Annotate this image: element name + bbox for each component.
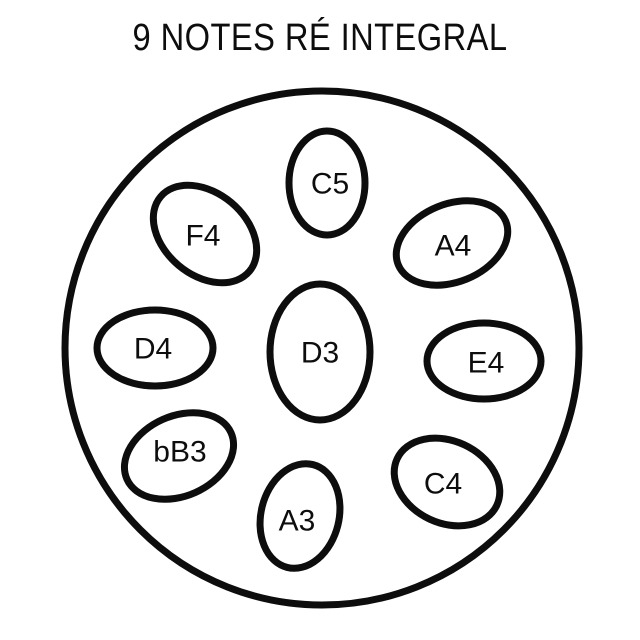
note-ellipse-a4[interactable]: [384, 185, 521, 301]
note-label-c4: C4: [424, 468, 462, 501]
note-field-d3[interactable]: D3: [266, 280, 374, 424]
note-field-f4[interactable]: F4: [134, 165, 276, 302]
note-label-d3: D3: [301, 337, 339, 370]
note-label-a4: A4: [435, 230, 472, 263]
note-label-d4: D4: [134, 333, 172, 366]
note-ellipse-bb3[interactable]: [111, 396, 248, 515]
page-title: 9 NOTES RÉ INTEGRAL: [132, 17, 508, 59]
note-ellipse-d4[interactable]: [93, 306, 217, 390]
note-field-bb3[interactable]: bB3: [111, 396, 248, 515]
note-field-d4[interactable]: D4: [93, 306, 217, 390]
note-label-bb3: bB3: [153, 436, 206, 469]
note-label-e4: E4: [468, 347, 505, 380]
note-ellipse-f4[interactable]: [134, 165, 276, 302]
note-field-a4[interactable]: A4: [384, 185, 521, 301]
note-field-c4[interactable]: C4: [380, 422, 514, 543]
note-ellipse-c4[interactable]: [380, 422, 514, 543]
note-ellipse-a3[interactable]: [249, 455, 350, 577]
note-ellipse-c5[interactable]: [285, 127, 369, 239]
note-ellipse-e4[interactable]: [423, 319, 545, 403]
note-field-e4[interactable]: E4: [423, 319, 545, 403]
note-fields-group: D3 C5 F4 A4 D4 E4: [93, 127, 545, 577]
note-field-a3[interactable]: A3: [249, 455, 350, 577]
note-label-a3: A3: [279, 505, 316, 538]
note-ellipse-d3[interactable]: [266, 280, 374, 424]
note-field-c5[interactable]: C5: [285, 127, 369, 239]
note-label-f4: F4: [185, 220, 220, 253]
note-label-c5: C5: [311, 168, 349, 201]
